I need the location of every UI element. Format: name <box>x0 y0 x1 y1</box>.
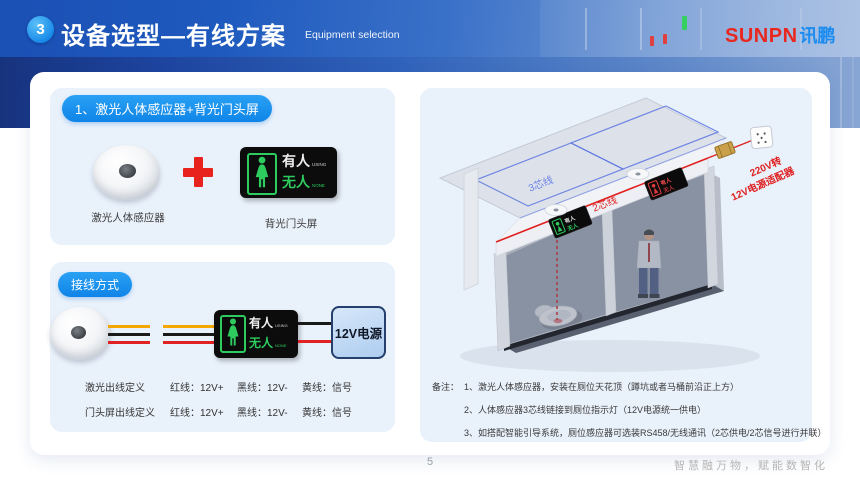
stall-pillar <box>703 165 719 289</box>
installation-diagram: 3芯线 <box>438 97 797 372</box>
woman-icon <box>227 318 239 346</box>
floor-base-strip <box>504 284 712 351</box>
installation-panel: 3芯线 <box>420 88 827 445</box>
person-shoe <box>649 294 660 298</box>
wire-def-black: 黑线：12V- <box>237 408 288 419</box>
notes-prefix: 备注： <box>432 382 460 392</box>
wire-red <box>163 341 215 344</box>
page-subtitle: Equipment selection <box>305 29 400 41</box>
wire-red <box>298 340 331 343</box>
sensor-caption: 激光人体感应器 <box>91 212 165 224</box>
left-wall <box>463 167 479 291</box>
note-line: 3、如搭配智能引导系统，厕位感应器可选装RS458/无线通讯（2芯供电/2芯信号… <box>464 428 827 438</box>
components-panel: 1、激光人体感应器+背光门头屏 <box>50 88 395 245</box>
power-supply-box: 12V电源 <box>331 306 386 359</box>
sensor-lens <box>71 326 86 339</box>
wire-red <box>108 341 150 344</box>
stall-display-occupied: 有人 无人 <box>644 167 689 201</box>
wire-black <box>163 333 215 336</box>
laser-sensor-image-small <box>50 307 111 360</box>
door-seam <box>800 8 802 50</box>
wire-definition-row: 激光出线定义 红线：12V+ 黑线：12V- 黄线：信号 <box>85 379 352 394</box>
brand-logo-secondary: 讯鹏 <box>799 26 836 46</box>
stall-display-vacant: 有人 无人 <box>548 205 593 239</box>
door-indicator-green <box>682 16 687 30</box>
woman-icon <box>255 156 269 188</box>
laser-beam <box>553 216 563 324</box>
ground-shadow <box>460 340 760 372</box>
display-occupied-text: 有人 <box>249 316 274 330</box>
page-title: 设备选型—有线方案 <box>61 23 286 50</box>
ceiling-sensor <box>544 204 568 216</box>
door-seam <box>840 57 842 128</box>
wire-black <box>108 333 150 336</box>
notes-block: 备注： 1、激光人体感应器，安装在厕位天花顶（蹲坑或者马桶前沿正上方） 2、人体… <box>432 376 827 445</box>
notes-list: 1、激光人体感应器，安装在厕位天花顶（蹲坑或者马桶前沿正上方） 2、人体感应器3… <box>464 376 827 445</box>
ceiling-wire-blue <box>569 105 720 170</box>
wire-def-yellow: 黄线：信号 <box>302 383 352 394</box>
note-line: 2、人体感应器3芯线链接到厕位指示灯（12V电源统一供电） <box>464 405 707 415</box>
wire-def-black: 黑线：12V- <box>237 383 288 394</box>
display-row-occupied: 有人 USING <box>249 317 288 329</box>
laser-sensor-image <box>93 145 160 200</box>
door-indicator-red <box>663 34 667 44</box>
display-occupied-text: 有人 <box>563 213 577 225</box>
display-figure-frame <box>247 153 277 195</box>
header-photo-overlay <box>540 0 860 57</box>
door-seam <box>585 8 587 50</box>
wire-yellow <box>163 325 215 328</box>
ceiling-sensor <box>626 168 650 180</box>
sensor-lens <box>119 164 136 178</box>
wire-def-red: 红线：12V+ <box>170 408 224 419</box>
display-caption: 背光门头屏 <box>264 218 318 230</box>
display-occupied-sub: USING <box>312 161 327 167</box>
person-leg <box>650 268 659 295</box>
note-line: 1、激光人体感应器，安装在厕位天花顶（蹲坑或者马桶前沿正上方） <box>464 382 740 392</box>
display-occupied-text: 有人 <box>659 175 673 187</box>
wire-def-yellow: 黄线：信号 <box>302 408 352 419</box>
door-display-image: 有人 USING 无人 NONE <box>240 147 337 198</box>
display-vacant-text: 无人 <box>282 174 310 190</box>
section-number-badge: 3 <box>27 16 54 43</box>
display-row-vacant: 无人 NONE <box>249 337 287 349</box>
wire-def-red: 红线：12V+ <box>170 383 224 394</box>
door-indicator-red <box>650 36 654 46</box>
plus-icon <box>183 157 213 187</box>
display-vacant-sub: NONE <box>312 182 326 188</box>
person-leg <box>639 268 648 295</box>
person-hair <box>644 229 654 235</box>
display-figure-frame <box>220 315 246 353</box>
display-row-vacant: 无人 NONE <box>282 175 325 189</box>
display-vacant-text: 无人 <box>249 336 274 350</box>
wire-definition-row: 门头屏出线定义 红线：12V+ 黑线：12V- 黄线：信号 <box>85 404 352 419</box>
display-occupied-text: 有人 <box>282 153 310 169</box>
person-figure <box>636 229 662 298</box>
page-number: 5 <box>426 456 434 468</box>
footer-slogan: 智慧融万物，赋能数智化 <box>674 460 828 472</box>
door-display-image-small: 有人 USING 无人 NONE <box>214 310 298 358</box>
brand-logo-primary: SUNPN <box>725 25 798 47</box>
wiring-panel-badge: 接线方式 <box>58 272 133 297</box>
wire-def-name: 门头屏出线定义 <box>85 408 155 419</box>
components-panel-badge: 1、激光人体感应器+背光门头屏 <box>62 95 272 122</box>
door-seam <box>700 8 702 50</box>
wire-black <box>298 322 331 325</box>
power-adapter <box>714 141 736 159</box>
display-vacant-sub: NONE <box>275 343 287 348</box>
toilet-icon <box>534 304 583 330</box>
person-shoe <box>638 294 648 298</box>
door-seam <box>852 57 854 128</box>
display-row-occupied: 有人 USING <box>282 154 326 168</box>
power-socket <box>749 125 774 150</box>
door-seam <box>640 8 642 50</box>
wire-yellow <box>108 325 150 328</box>
display-occupied-sub: USING <box>275 323 288 328</box>
wire-def-name: 激光出线定义 <box>85 383 145 394</box>
